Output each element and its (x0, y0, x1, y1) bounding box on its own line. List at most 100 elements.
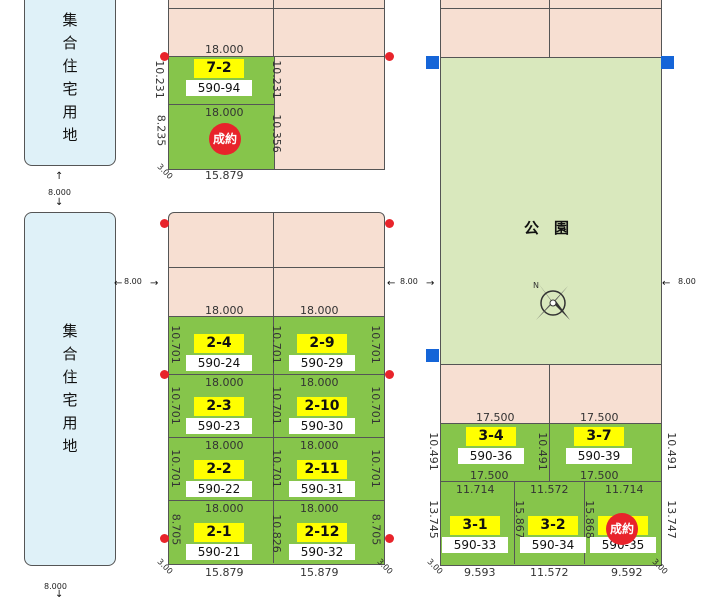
lot-3-7[interactable]: 3-7 590-39 (566, 427, 632, 464)
dim-2-right: 10.701 (368, 325, 382, 364)
block2-upper-pink (168, 212, 385, 318)
block3-mid-pink (440, 364, 662, 425)
lot-number: 2-1 (194, 523, 244, 542)
survey-marker (385, 370, 394, 379)
housing-label-char: 合 (62, 34, 78, 52)
housing-label-char: 用 (62, 414, 78, 432)
dim-3-left1: 10.491 (426, 432, 440, 471)
lot-number: 3-1 (450, 516, 500, 535)
lot-2-9[interactable]: 2-9 590-29 (289, 334, 355, 371)
lot-2-10[interactable]: 2-10 590-30 (289, 397, 355, 434)
dim-7-right2: 10.356 (269, 114, 283, 153)
lot-parcel: 590-30 (289, 418, 355, 434)
dim-3-row2: 11.714 (605, 483, 644, 496)
left-road-width: 8.00 (124, 277, 142, 286)
road-width-top: 8.000 (48, 188, 71, 197)
arrow-down-icon: ↓ (55, 197, 64, 208)
dim-7-mid: 18.000 (205, 106, 244, 119)
block3-divider (549, 364, 550, 481)
dim-3-top-left: 17.500 (476, 411, 515, 424)
dim-7-left2: 8.235 (154, 114, 168, 147)
survey-marker (160, 534, 169, 543)
dim-3-left2: 13.745 (426, 500, 440, 539)
arrow-right-icon: → (150, 278, 159, 289)
dim-2-left: 10.701 (168, 386, 182, 425)
survey-marker (160, 219, 169, 228)
housing-label-char: 合 (62, 345, 78, 363)
dim-3-bottom: 9.593 (464, 566, 496, 579)
housing-site-bottom: 集 合 住 宅 用 地 (24, 212, 116, 566)
housing-label-char: 宅 (62, 391, 78, 409)
lot-number: 7-2 (194, 59, 244, 78)
lot-parcel: 590-31 (289, 481, 355, 497)
dim-2-right: 8.705 (369, 513, 383, 546)
dim-3-right1: 10.491 (664, 432, 678, 471)
dim-2-mid: 10.701 (269, 449, 283, 488)
dim-2-top-right: 18.000 (300, 304, 339, 317)
lot-parcel: 590-24 (186, 355, 252, 371)
housing-label-char: 地 (62, 126, 78, 144)
lot-7-2[interactable]: 7-2 590-94 (186, 59, 252, 96)
dim-7-right1: 10.231 (269, 60, 283, 99)
housing-label-char: 宅 (62, 80, 78, 98)
housing-label-char: 住 (62, 368, 78, 386)
dim-2-row: 18.000 (205, 439, 244, 452)
lot-number: 2-4 (194, 334, 244, 353)
block2-line (168, 500, 384, 501)
dim-2-row: 18.000 (205, 376, 244, 389)
lot-3-1[interactable]: 3-1 590-33 (442, 516, 508, 553)
lot-2-2[interactable]: 2-2 590-22 (186, 460, 252, 497)
dim-2-top-left: 18.000 (205, 304, 244, 317)
dim-2-right: 10.701 (368, 449, 382, 488)
lot-3-2[interactable]: 3-2 590-34 (520, 516, 586, 553)
road-width-bottom: 8.000 (44, 582, 67, 591)
svg-text:N: N (533, 281, 539, 290)
lot-number: 2-9 (297, 334, 347, 353)
lot-number: 3-7 (574, 427, 624, 446)
block7-line (168, 8, 384, 9)
lot-2-4[interactable]: 2-4 590-24 (186, 334, 252, 371)
dim-2-row: 18.000 (300, 502, 339, 515)
block2-line (168, 437, 384, 438)
block2-line (168, 267, 384, 268)
arrow-right-icon: → (426, 278, 435, 289)
arrow-up-icon: ↑ (55, 171, 64, 182)
survey-marker (160, 52, 169, 61)
lot-parcel: 590-21 (186, 544, 252, 560)
block3-divider (584, 481, 585, 564)
block7-line (168, 56, 384, 57)
lot-number: 2-2 (194, 460, 244, 479)
lot-parcel: 590-29 (289, 355, 355, 371)
dim-2-mid: 10.701 (269, 325, 283, 364)
lot-2-1[interactable]: 2-1 590-21 (186, 523, 252, 560)
housing-label-char: 集 (62, 11, 78, 29)
dim-3-right2: 13.747 (664, 500, 678, 539)
dim-2-row: 18.000 (205, 502, 244, 515)
corner-cut: 3.00 (650, 557, 670, 576)
lot-parcel: 590-32 (289, 544, 355, 560)
dim-3-mid-left: 17.500 (470, 469, 509, 482)
boundary-marker (426, 56, 439, 69)
lot-number: 2-12 (297, 523, 347, 542)
lot-2-11[interactable]: 2-11 590-31 (289, 460, 355, 497)
dim-3-bottom: 9.592 (611, 566, 643, 579)
housing-site-top: 集 合 住 宅 用 地 (24, 0, 116, 166)
lot-2-12[interactable]: 2-12 590-32 (289, 523, 355, 560)
lot-2-3[interactable]: 2-3 590-23 (186, 397, 252, 434)
block3-line (440, 481, 661, 482)
block3-divider (549, 423, 550, 481)
block2-line (168, 374, 384, 375)
park-label: 公 園 (524, 219, 570, 237)
housing-label-char: 集 (62, 322, 78, 340)
dim-3-row2: 11.572 (530, 483, 569, 496)
corner-cut: 3.00 (375, 557, 395, 576)
lot-parcel: 590-94 (186, 80, 252, 96)
dim-2-row: 18.000 (300, 376, 339, 389)
lot-3-4[interactable]: 3-4 590-36 (458, 427, 524, 464)
lot-parcel: 590-22 (186, 481, 252, 497)
dim-3-row2: 11.714 (456, 483, 495, 496)
dim-3-mid-right: 17.500 (580, 469, 619, 482)
dim-2-mid: 10.826 (269, 514, 283, 553)
dim-7-left1: 10.231 (152, 60, 166, 99)
lot-parcel: 590-23 (186, 418, 252, 434)
